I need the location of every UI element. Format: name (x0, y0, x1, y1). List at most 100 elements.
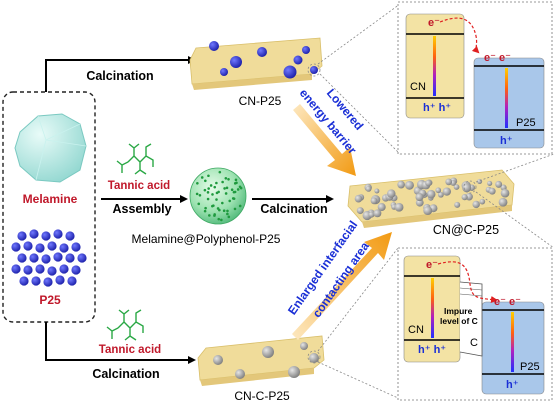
calcination-bottom-label: Calcination (92, 367, 159, 381)
carbon-coated-particle (438, 191, 444, 198)
p25-nanoparticle (283, 65, 297, 79)
polyphenol-dot (217, 217, 221, 221)
polyphenol-dot (196, 181, 199, 185)
p25-particle (41, 231, 51, 241)
bot-e-p25: e⁻ e⁻ (494, 296, 521, 308)
carbon-coated-particle (472, 200, 480, 209)
carbon-coated-particle (426, 189, 436, 199)
polyphenol-dot (220, 218, 223, 222)
tannic-acid-bonds (106, 309, 144, 341)
p25-particle (77, 253, 87, 263)
p25-nanoparticle (220, 68, 228, 76)
top-cn-label: CN (410, 81, 426, 93)
polyphenol-dot (232, 197, 236, 200)
bot-h-cn: h⁺ h⁺ (418, 344, 446, 356)
polyphenol-dot (216, 207, 220, 210)
tannic-acid-bottom-label: Tannic acid (99, 344, 161, 356)
polyphenol-dot (197, 202, 201, 206)
carbon-coated-particle (387, 189, 396, 198)
carbon-coated-particle (213, 355, 223, 365)
p25-nanoparticle (209, 41, 219, 51)
p25-nanoparticle (257, 47, 267, 57)
carbon-coated-particle (425, 179, 432, 187)
polyphenol-dot (217, 190, 220, 194)
reactants-box (2, 91, 96, 323)
polyphenol-dot (213, 185, 217, 189)
carbon-coated-particle (487, 180, 493, 186)
p25-nanoparticle (310, 66, 318, 74)
polyphenol-dot (208, 214, 211, 217)
melamine-crystal-icon (14, 113, 87, 183)
carbon-coated-particle (235, 369, 245, 379)
carbon-coated-particle (373, 209, 382, 218)
p25-particle (65, 231, 75, 241)
polyphenol-dot (207, 187, 210, 190)
p25-particle (67, 276, 77, 286)
cn-p25-slab (189, 37, 323, 90)
p25-particle (31, 276, 41, 286)
top-h-cn: h⁺ h⁺ (423, 102, 451, 114)
polyphenol-sphere-icon (189, 167, 247, 225)
polyphenol-dot (209, 184, 213, 187)
carbon-coated-particle (288, 366, 300, 378)
carbon-coated-particle (368, 211, 375, 218)
cn-c-p25-slab (197, 335, 325, 386)
p25-particle (71, 265, 81, 275)
p25-particle (35, 264, 45, 274)
p25-cluster-icon (11, 229, 87, 287)
polyphenol-dot (195, 192, 199, 196)
carbon-coated-particle (461, 194, 468, 201)
p25-nanoparticle (230, 56, 242, 68)
bot-impure-line1: Impure (444, 306, 473, 316)
p25-particle (47, 266, 57, 276)
p25-particle (43, 277, 53, 287)
polyphenol-dot (206, 197, 210, 201)
polyphenol-dot (215, 198, 218, 201)
tannic-acid-bonds (116, 143, 154, 175)
top-route-arrow (45, 56, 196, 92)
polyphenol-dot (225, 186, 229, 190)
carbon-coated-particle (374, 188, 380, 194)
polyphenol-dot (212, 204, 215, 207)
polyphenol-dot (233, 190, 237, 194)
polyphenol-dot (213, 214, 216, 217)
p25-particle (29, 253, 39, 263)
bot-e-cn: e⁻ (426, 259, 438, 271)
polyphenol-dot (211, 193, 214, 196)
top-band-inset: e⁻ e⁻ e⁻ CN h⁺ h⁺ P25 h⁺ (397, 1, 553, 155)
carbon-coated-particle (365, 185, 372, 192)
p25-particle (29, 229, 39, 239)
p25-particle (59, 264, 69, 274)
p25-particle (23, 265, 33, 275)
polyphenol-dot (230, 188, 234, 192)
cn-p25-label: CN-P25 (239, 94, 282, 108)
p25-particle (47, 241, 57, 251)
polyphenol-dot (223, 187, 226, 190)
polyphenol-dot (221, 180, 224, 184)
carbon-coated-particle (356, 207, 364, 215)
cn-c-p25-label: CN-C-P25 (234, 389, 290, 403)
p25-particle (23, 241, 33, 251)
tannic-acid-molecule-mid-icon (116, 143, 154, 175)
calcination-top-label: Calcination (86, 69, 153, 83)
carbon-coated-particle (405, 180, 414, 190)
p25-particle (17, 253, 27, 263)
p25-particle (11, 242, 21, 252)
cn-at-c-p25-label: CN@C-P25 (433, 223, 499, 237)
carbon-coated-particle (495, 180, 503, 188)
carbon-coated-particle (445, 178, 453, 186)
carbon-coated-particle (462, 183, 472, 193)
carbon-coated-particle (488, 187, 496, 195)
carbon-coated-particle (394, 202, 404, 212)
p25-nanoparticle (293, 55, 303, 65)
p25-particle (41, 254, 51, 264)
carbon-coated-particle (262, 346, 274, 358)
polyphenol-dot (218, 170, 222, 174)
polyphenol-dot (215, 181, 218, 185)
carbon-coated-particle (498, 197, 508, 207)
tannic-acid-molecule-bottom-icon (106, 309, 144, 341)
carbon-coated-particle (442, 187, 452, 196)
melamine-polyphenol-label: Melamine@Polyphenol-P25 (132, 232, 281, 246)
polyphenol-dot (239, 186, 243, 190)
p25-particle (59, 243, 69, 253)
